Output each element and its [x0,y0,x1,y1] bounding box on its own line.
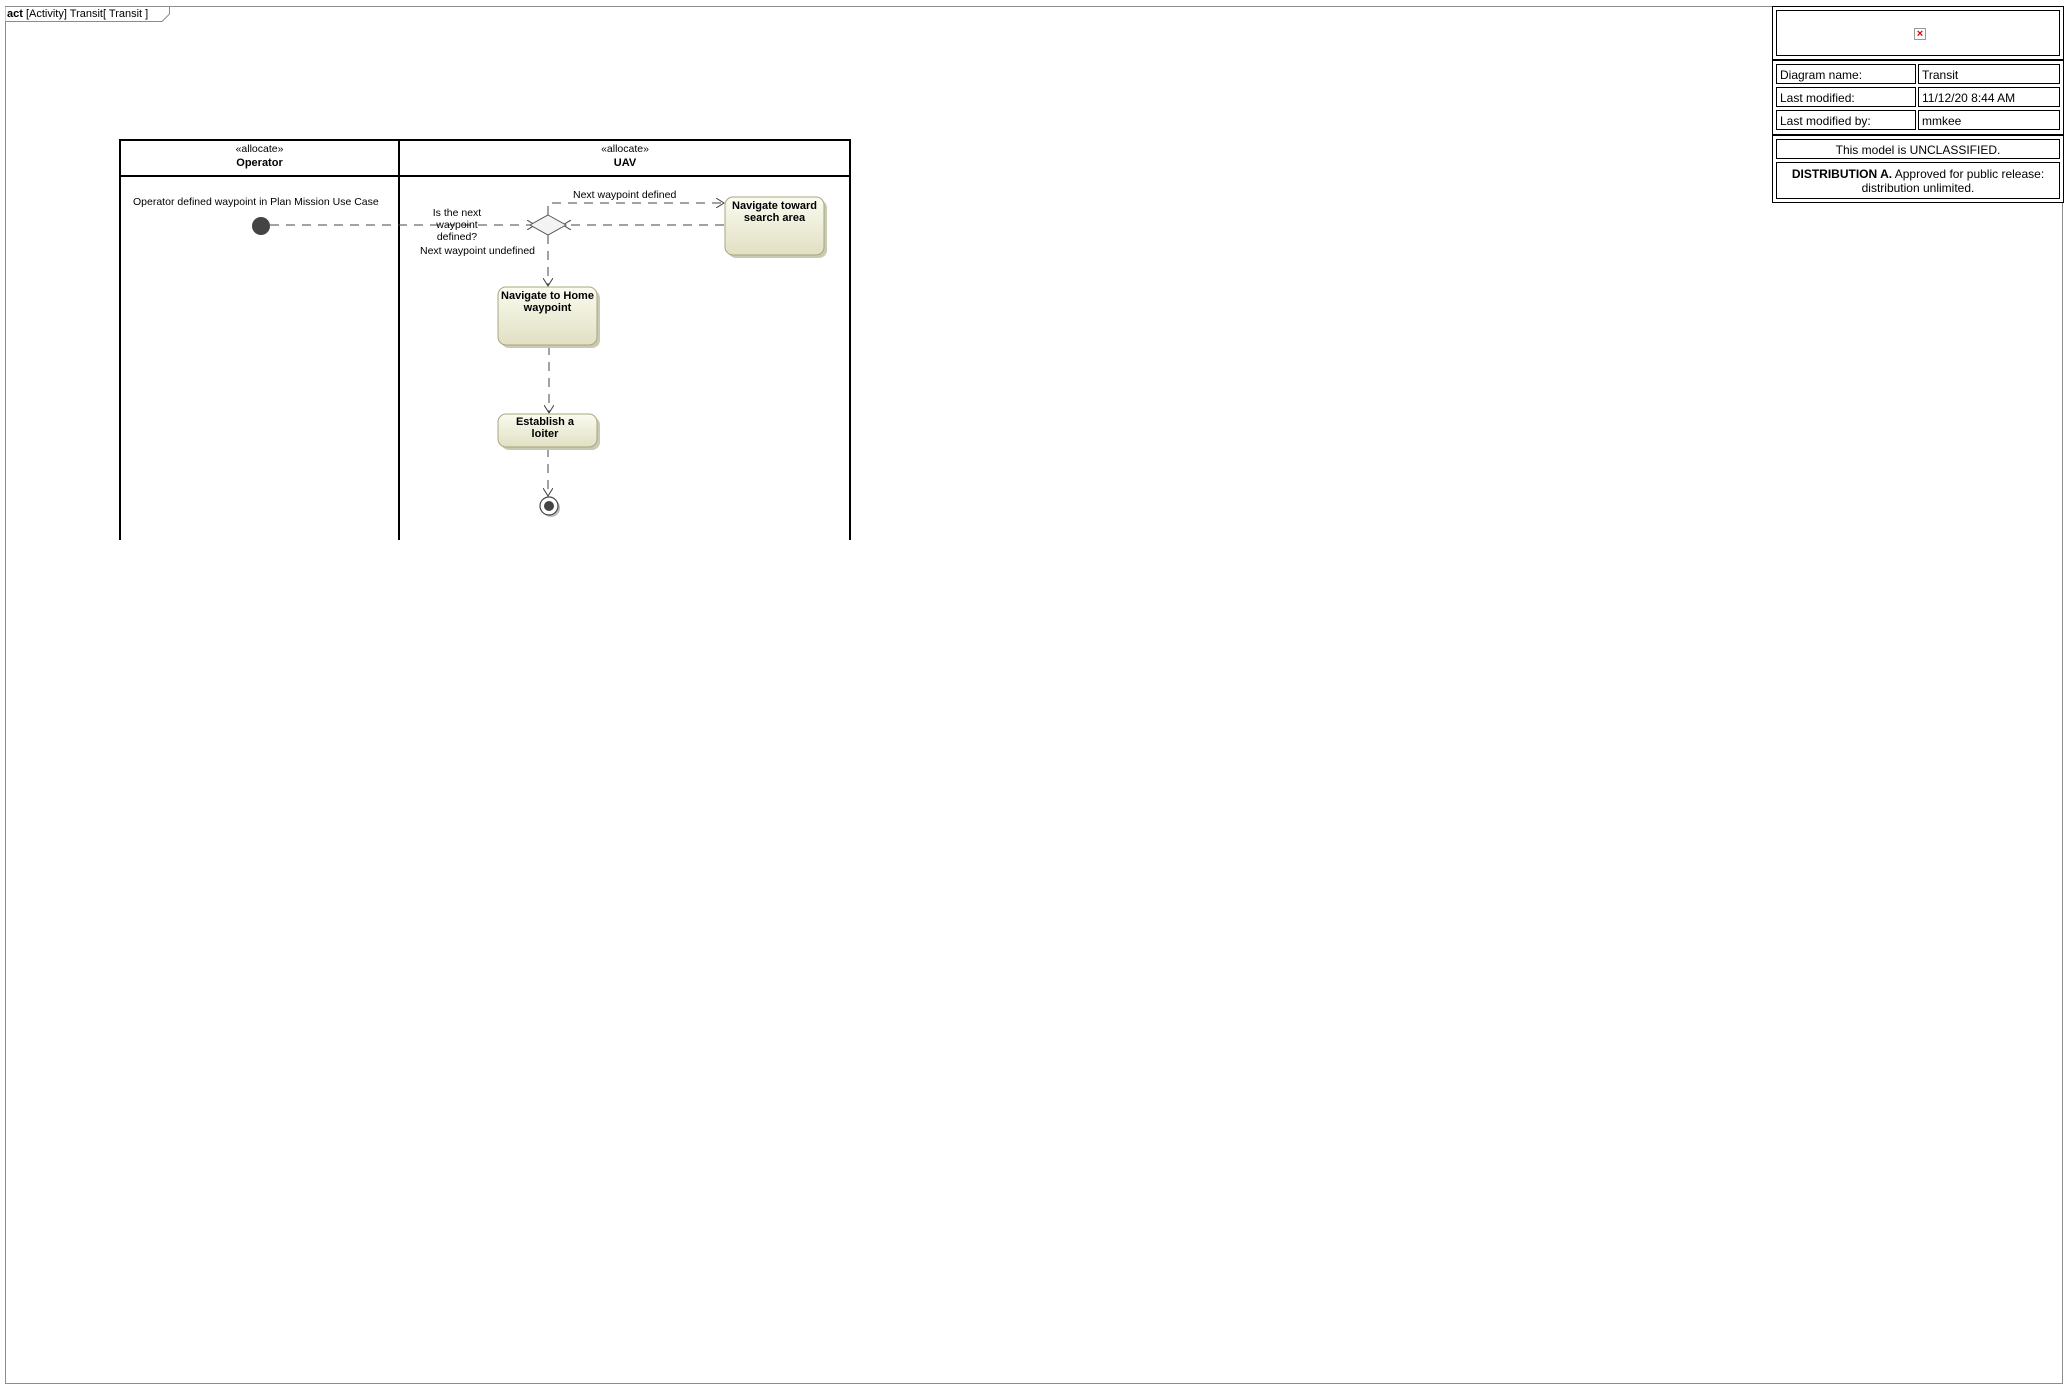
info-key: Last modified: [1776,87,1916,107]
action-navigate-search-shape[interactable] [724,196,827,258]
info-divider [1773,134,2063,136]
decision-node[interactable] [528,214,568,236]
diagram-frame [5,6,2063,1384]
info-key: Diagram name: [1776,64,1916,84]
action-navigate-home-shape[interactable] [497,286,600,348]
lane-operator-stereotype: «allocate» [235,143,284,155]
action-loiter-shape[interactable] [497,413,600,450]
action-loiter-label: Establish a loiter [515,416,575,440]
frame-tab [5,6,170,22]
frame-title: act [Activity] Transit[ Transit ] [7,8,148,20]
info-logo-area: × [1776,10,2060,56]
guard-defined-label: Next waypoint defined [573,189,677,201]
info-row-last-modified: Last modified: 11/12/20 8:44 AM [1776,87,2060,107]
action-navigate-home-label: Navigate to Home waypoint [501,290,594,314]
initial-node-label: Operator defined waypoint in Plan Missio… [133,196,379,208]
swimlane-partition [119,139,851,540]
lane-operator-name: Operator [236,157,283,169]
info-row-last-modified-by: Last modified by: mmkee [1776,110,2060,130]
diagram-info-table: × Diagram name: Transit Last modified: 1… [1772,6,2064,203]
distribution-bold: DISTRIBUTION A. [1791,167,1893,181]
lane-uav-name: UAV [613,157,637,169]
frame-kind: act [7,8,23,20]
distribution-text: Approved for public release: distributio… [1861,167,2045,195]
decision-label: Is the next waypoint defined? [432,207,482,243]
frame-title-text: [Activity] Transit[ Transit ] [25,8,149,20]
info-value: Transit [1918,64,2060,84]
control-flows [270,203,724,496]
activity-final-node[interactable] [539,496,560,517]
info-value: 11/12/20 8:44 AM [1918,87,2060,107]
guard-undefined-label: Next waypoint undefined [420,245,535,257]
initial-node[interactable] [252,217,270,235]
info-divider [1773,59,2063,61]
flow-defined [547,203,724,215]
distribution-notice: DISTRIBUTION A. Approved for public rele… [1776,162,2060,199]
info-key: Last modified by: [1776,110,1916,130]
info-value: mmkee [1918,110,2060,130]
action-navigate-search-label: Navigate toward search area [732,200,817,224]
lane-uav-stereotype: «allocate» [601,143,649,155]
info-row-diagram-name: Diagram name: Transit [1776,64,2060,84]
broken-image-icon: × [1914,28,1926,40]
classification-notice: This model is UNCLASSIFIED. [1776,139,2060,159]
